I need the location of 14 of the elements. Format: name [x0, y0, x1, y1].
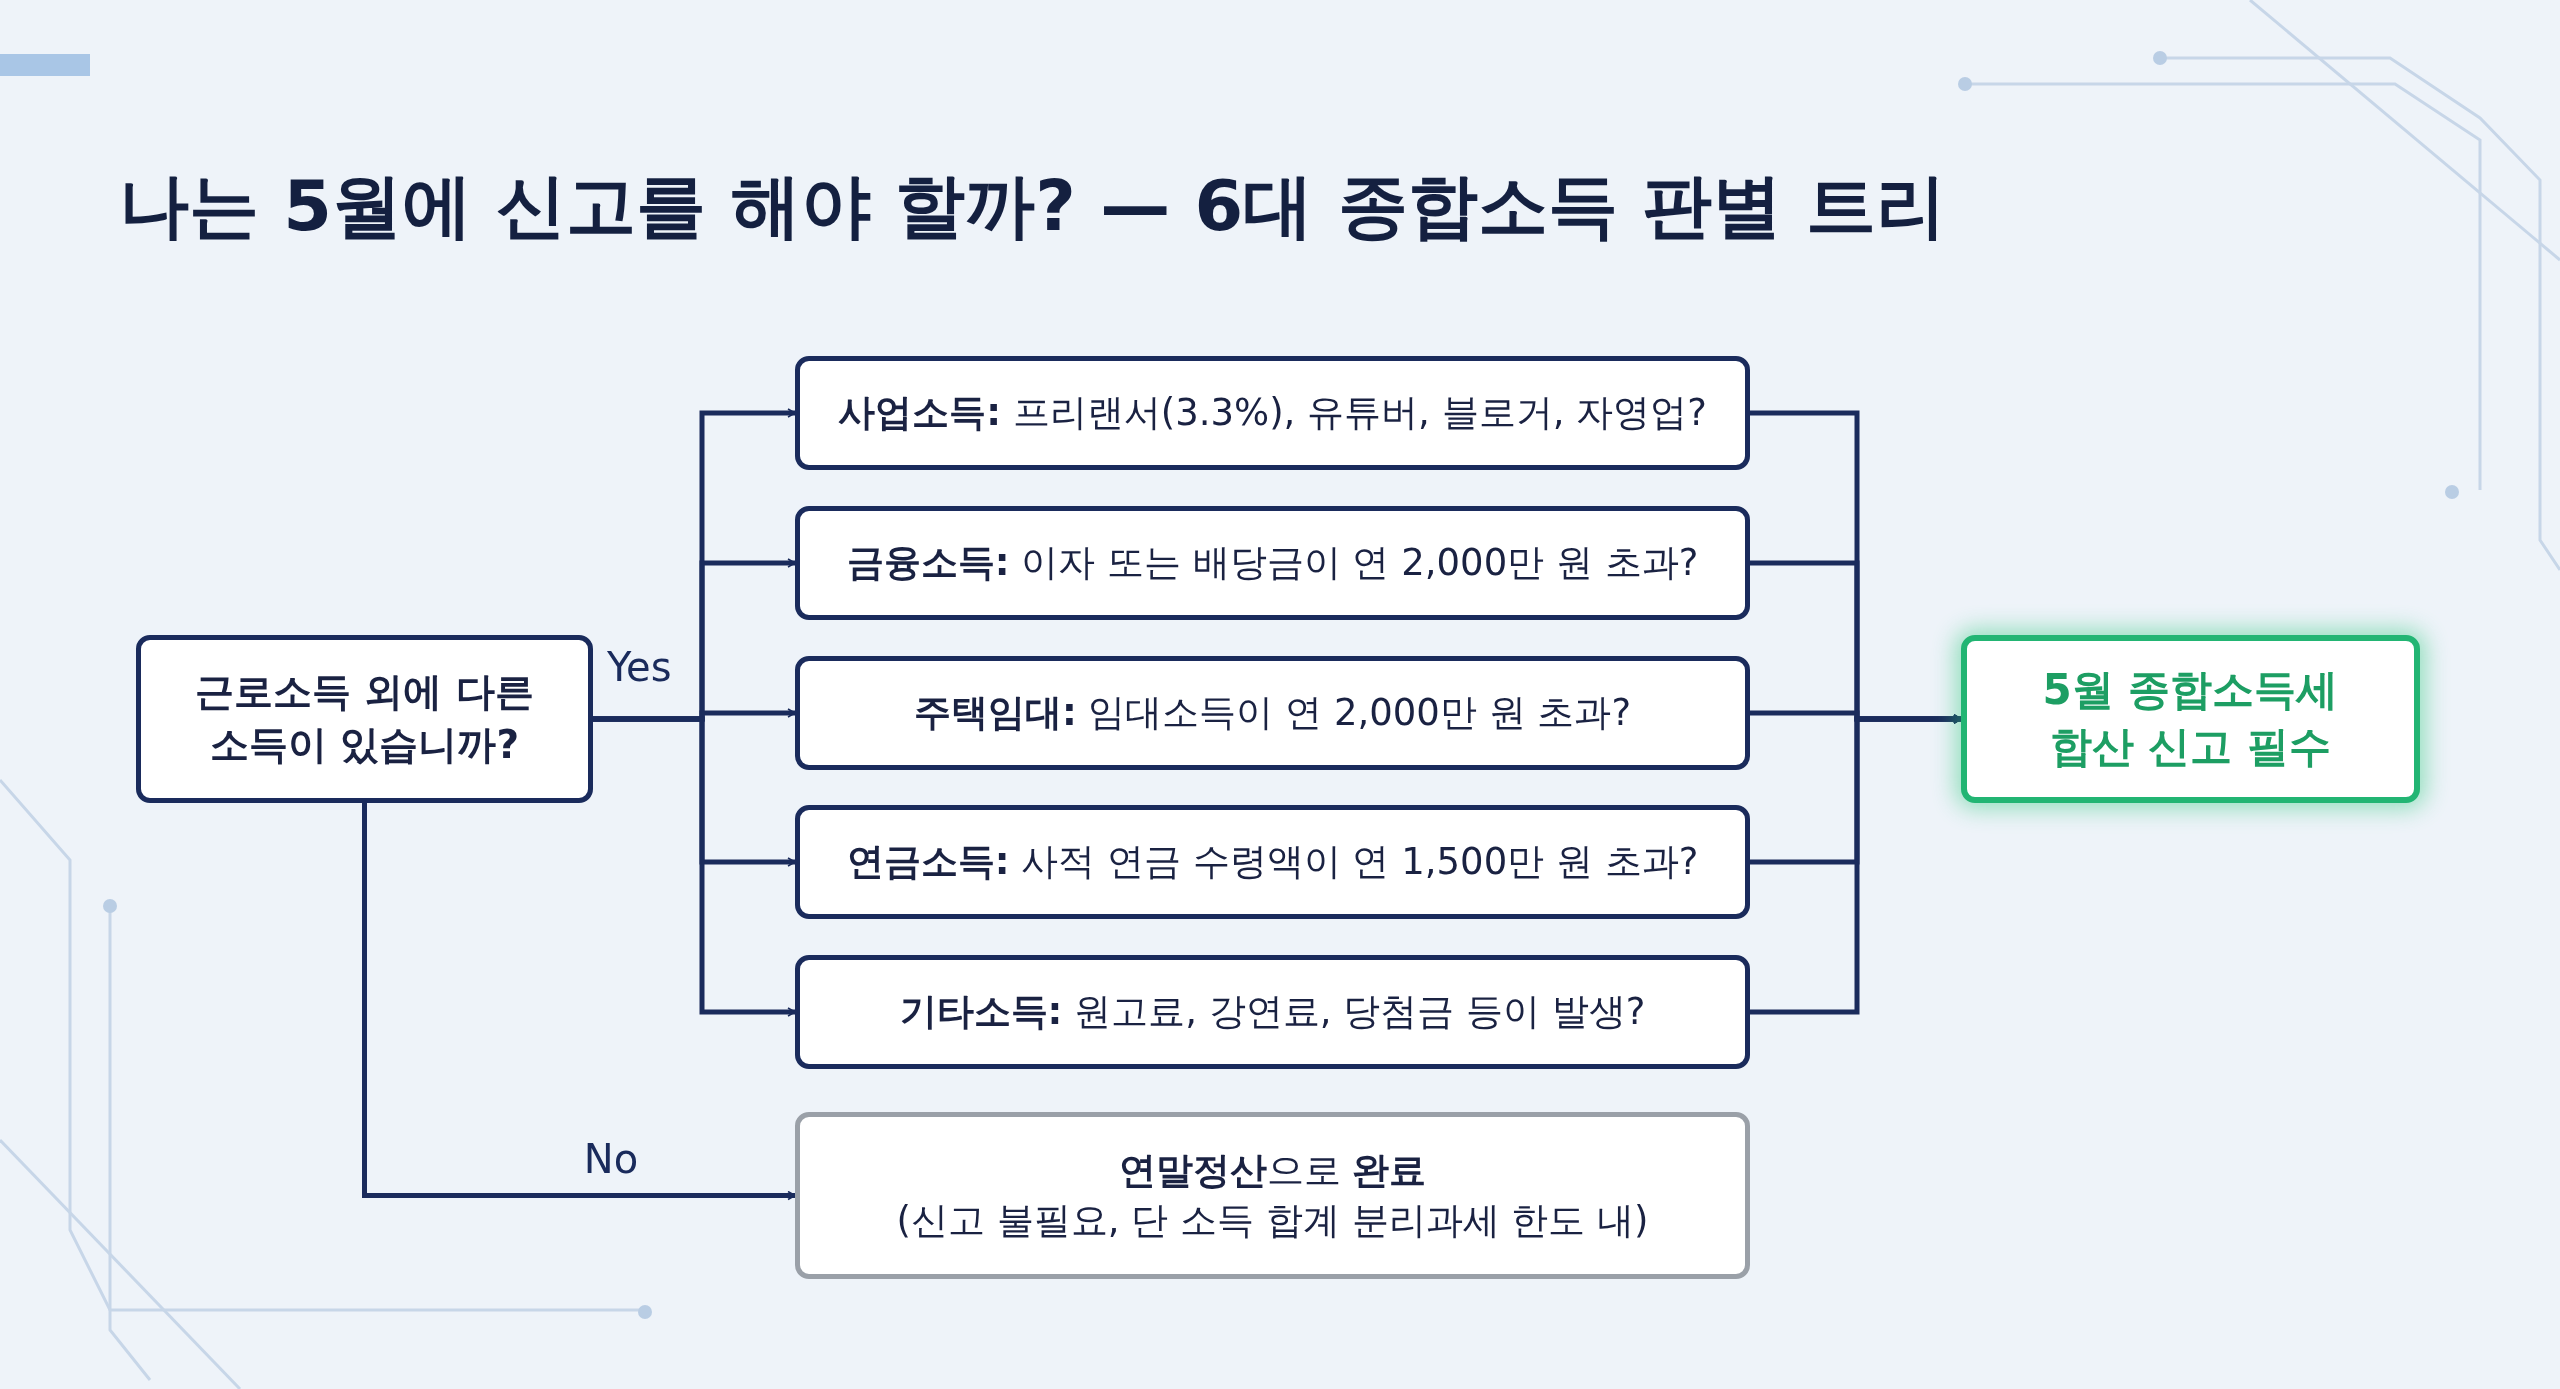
- result-box: [795, 1112, 1750, 1279]
- result-box: 5월 종합소득세 합산 신고 필수: [1961, 635, 2420, 803]
- condition-box: 사업소득: 프리랜서(3.3%), 유튜버, 블로거, 자영업?: [795, 356, 1750, 470]
- arrow: [593, 716, 796, 1017]
- arrow: [362, 803, 796, 1201]
- box-text: (신고 불필요, 단 소득 합계 분리과세 한도 내): [896, 1197, 1649, 1244]
- box-text: 연말정산으로 완료: [1118, 1147, 1427, 1194]
- title: 나는 5월에 신고를 해야 할까? — 6대 종합소득 판별 트리: [119, 164, 1947, 249]
- condition-box: 주택임대: 임대소득이 연 2,000만 원 초과?: [795, 656, 1750, 770]
- condition-box: 금융소득: 이자 또는 배당금이 연 2,000만 원 초과?: [795, 506, 1750, 620]
- condition-box: 기타소득: 원고료, 강연료, 당첨금 등이 발생?: [795, 955, 1750, 1069]
- question-box: 근로소득 외에 다른 소득이 있습니까?: [136, 635, 593, 803]
- arrow: [1750, 714, 1962, 1015]
- condition-box: 연금소득: 사적 연금 수령액이 연 1,500만 원 초과?: [795, 805, 1750, 919]
